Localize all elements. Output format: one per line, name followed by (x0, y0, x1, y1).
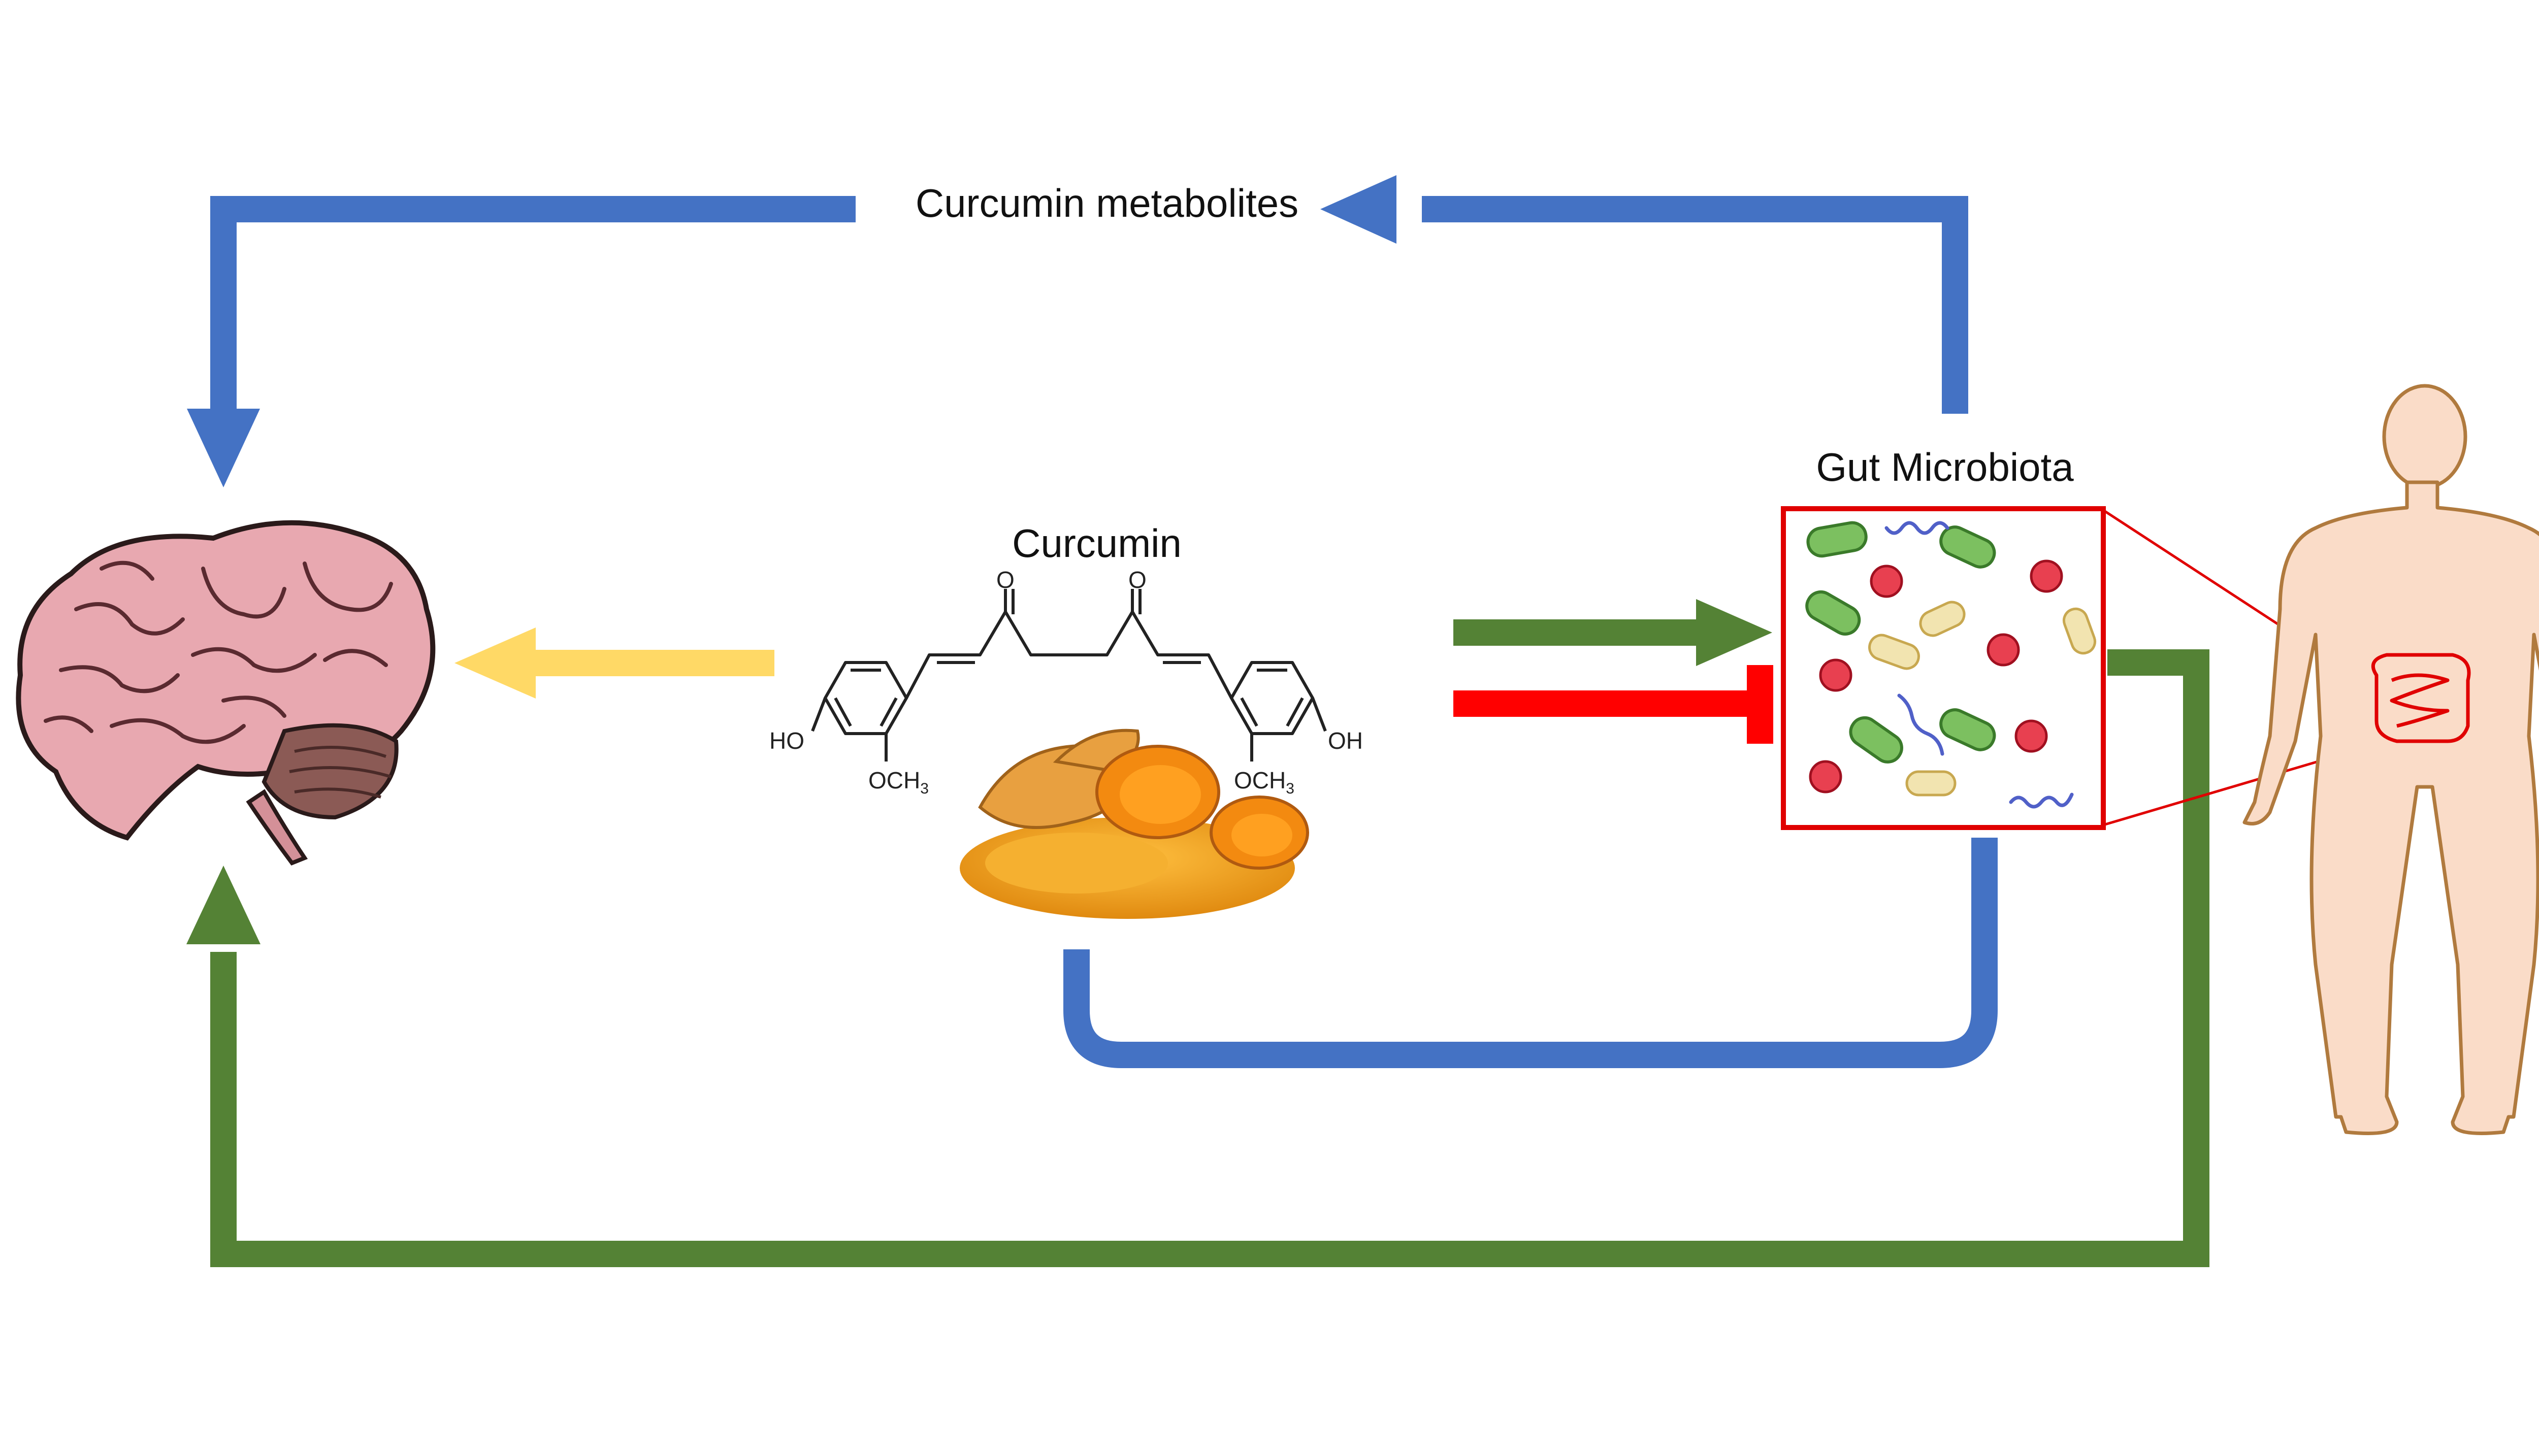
turmeric-icon (960, 729, 1309, 919)
curcumin-metabolites-label: Curcumin metabolites (915, 181, 1299, 225)
carbonyl-oxygen-right: O (1128, 567, 1147, 593)
methoxy-right: OCH3 (1234, 767, 1294, 798)
human-body-icon (2242, 384, 2539, 1135)
bacteria-icon (1805, 521, 2097, 809)
inhibit-arrow (1453, 665, 1773, 744)
brain-icon (16, 520, 436, 866)
promote-arrow (1453, 599, 1772, 666)
carbonyl-oxygen-left: O (996, 567, 1015, 593)
curcumin-label: Curcumin (1012, 521, 1182, 566)
curcumin-microbiota-loop (1063, 838, 1998, 1068)
microbiota-brain-arrow (186, 649, 2209, 1267)
hydroxyl-left: HO (769, 727, 804, 754)
curcumin-brain-arrow (454, 627, 774, 699)
hydroxyl-right: OH (1328, 727, 1363, 754)
methoxy-right-subscript: 3 (1286, 780, 1294, 798)
gut-microbiota-label: Gut Microbiota (1816, 445, 2074, 489)
methoxy-left-text: OCH (868, 767, 921, 793)
metabolites-arrow (187, 175, 1968, 487)
methoxy-right-text: OCH (1234, 767, 1286, 793)
curcumin-structure (811, 589, 1327, 762)
methoxy-left-subscript: 3 (920, 780, 929, 798)
methoxy-left: OCH3 (868, 767, 929, 798)
gut-microbiota-box (1781, 506, 2106, 830)
